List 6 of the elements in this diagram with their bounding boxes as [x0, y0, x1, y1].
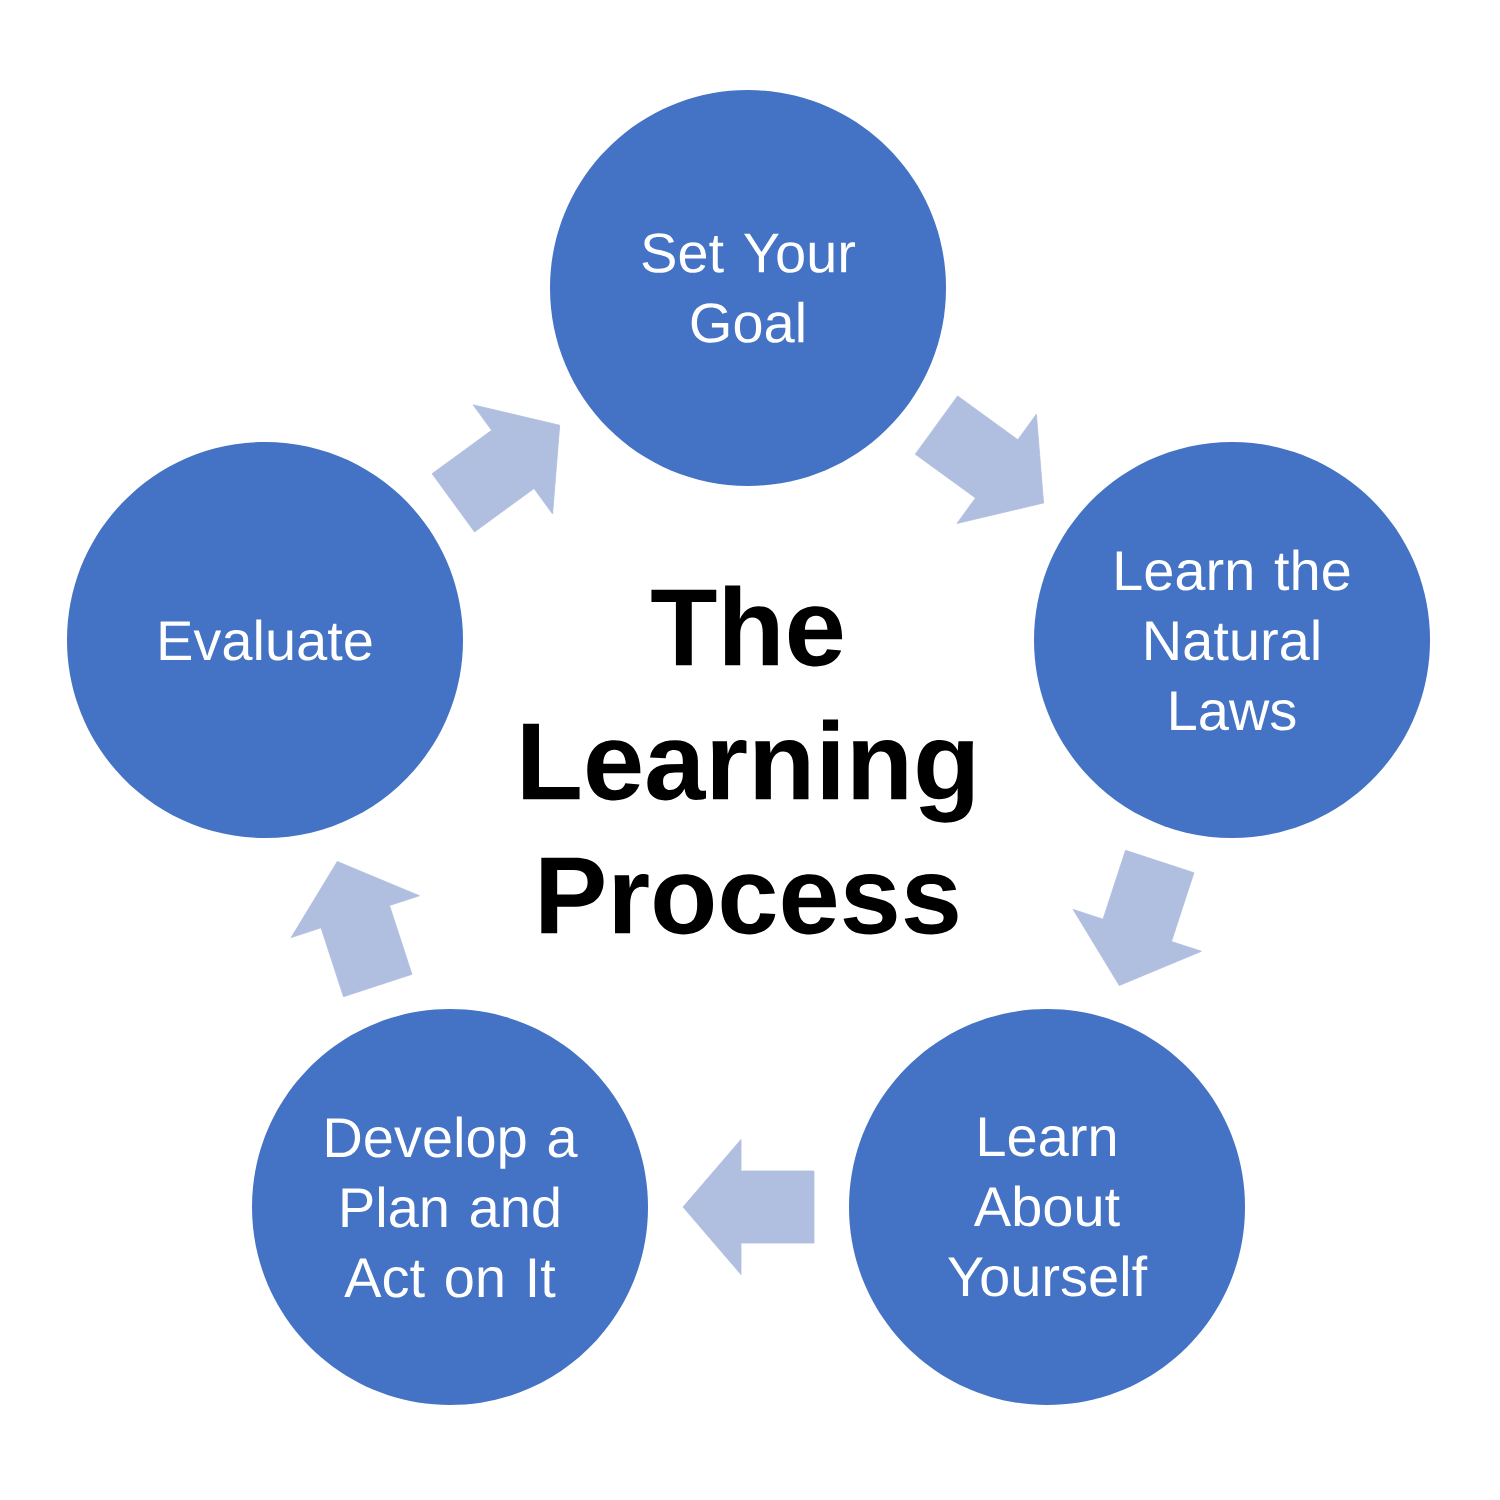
- block-arrow: [914, 395, 1044, 524]
- block-arrow: [290, 861, 420, 998]
- block-arrow: [431, 404, 561, 533]
- block-arrow: [1072, 849, 1202, 986]
- block-arrow: [682, 1139, 815, 1275]
- title: The Learning Process: [523, 585, 973, 935]
